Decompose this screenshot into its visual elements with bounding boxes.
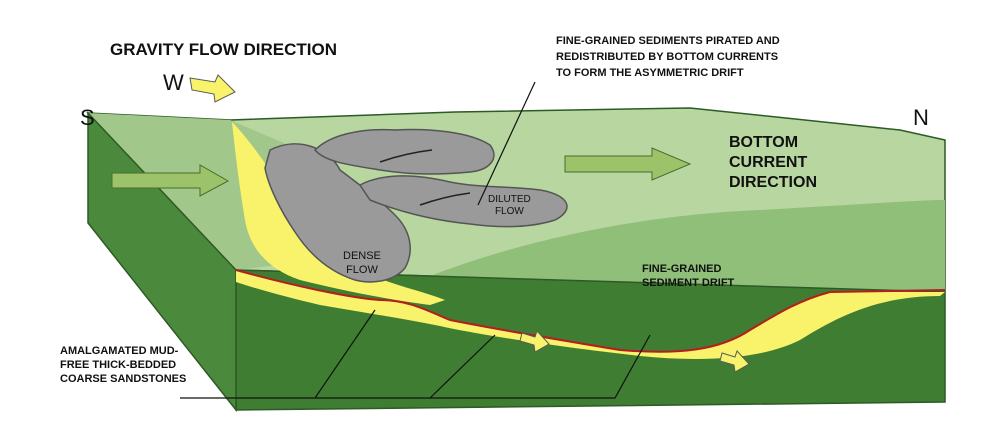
label-line: FINE-GRAINED (642, 262, 734, 276)
annotation-line: REDISTRIBUTED BY BOTTOM CURRENTS (556, 49, 780, 65)
sediment-drift-label: FINE-GRAINED SEDIMENT DRIFT (642, 262, 734, 290)
label-line: DIRECTION (729, 173, 817, 193)
annotation-line: TO FORM THE ASYMMETRIC DRIFT (556, 65, 780, 81)
gravity-flow-arrow (190, 75, 235, 102)
label-line: SEDIMENT DRIFT (642, 276, 734, 290)
bottom-current-label: BOTTOM CURRENT DIRECTION (729, 133, 817, 193)
fine-sediments-annotation: FINE-GRAINED SEDIMENTS PIRATED AND REDIS… (556, 33, 780, 81)
label-line: BOTTOM (729, 133, 817, 153)
label-line: FLOW (488, 206, 531, 218)
label-line: COARSE SANDSTONES (60, 372, 186, 386)
compass-south: S (80, 105, 95, 131)
label-line: DENSE (343, 249, 381, 263)
label-line: DILUTED (488, 194, 531, 206)
annotation-line: FINE-GRAINED SEDIMENTS PIRATED AND (556, 33, 780, 49)
label-line: FREE THICK-BEDDED (60, 358, 186, 372)
gravity-flow-title: GRAVITY FLOW DIRECTION (110, 40, 337, 60)
label-line: AMALGAMATED MUD- (60, 344, 186, 358)
compass-west: W (163, 70, 184, 96)
label-line: FLOW (343, 263, 381, 277)
dense-flow-label: DENSE FLOW (343, 249, 381, 277)
sandstone-label: AMALGAMATED MUD- FREE THICK-BEDDED COARS… (60, 344, 186, 386)
diluted-flow-label: DILUTED FLOW (488, 194, 531, 218)
label-line: CURRENT (729, 153, 817, 173)
compass-north: N (913, 105, 929, 131)
